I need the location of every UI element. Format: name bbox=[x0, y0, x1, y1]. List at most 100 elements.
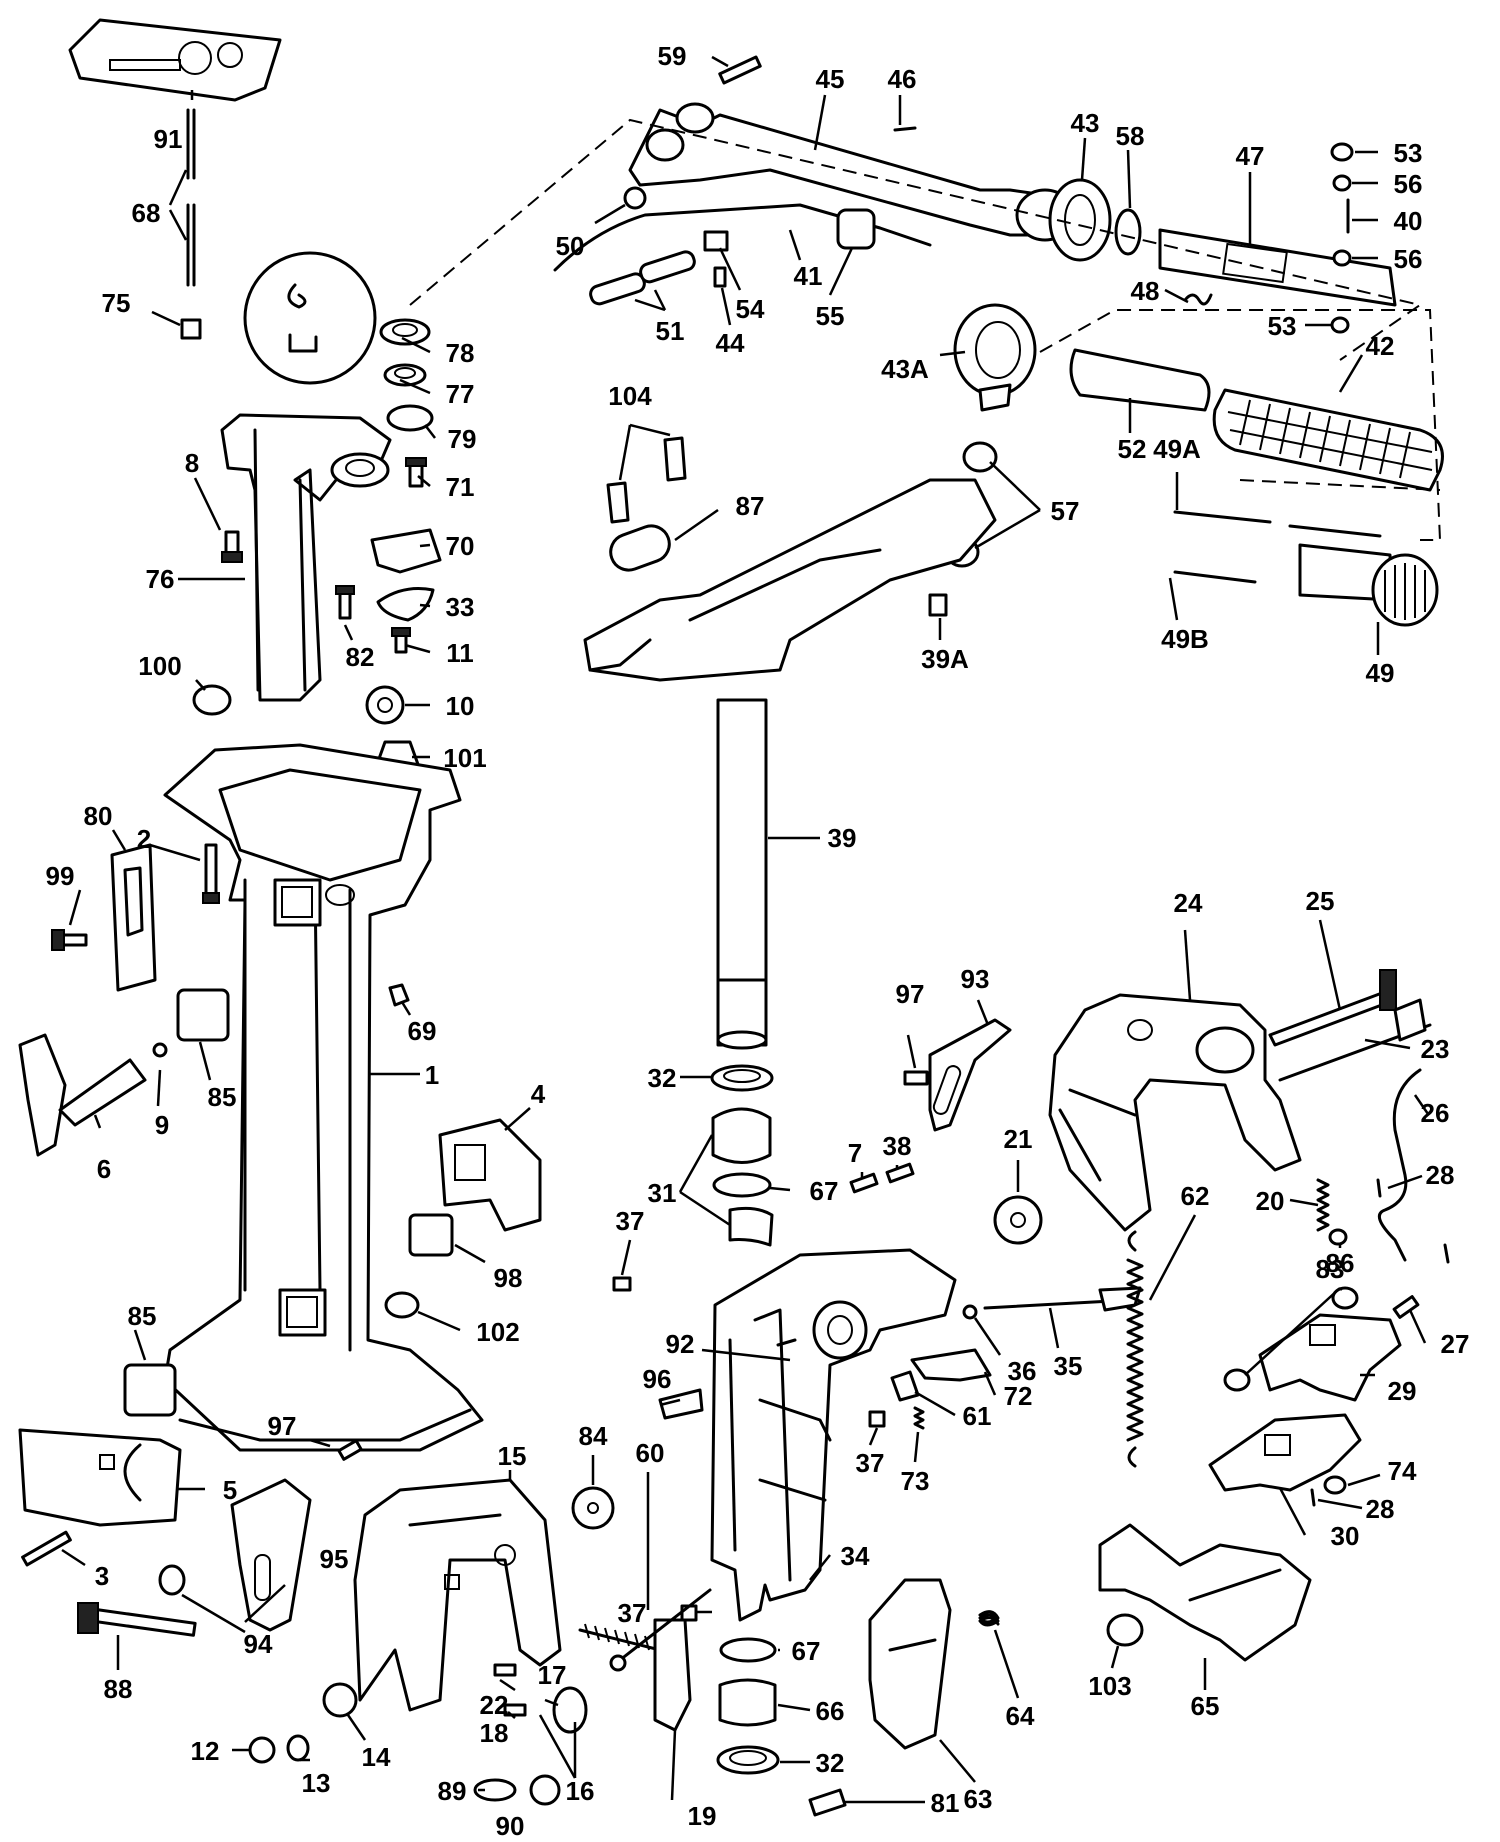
part-drawings bbox=[18, 18, 1450, 1817]
roller-87-part bbox=[609, 524, 671, 572]
screw-37b-part bbox=[868, 1410, 886, 1428]
callout: 44 bbox=[716, 328, 745, 358]
wire-49A-part bbox=[1173, 510, 1382, 538]
washer-13-part bbox=[286, 1734, 310, 1762]
callout: 68 bbox=[132, 198, 161, 228]
spring-arm-19-part bbox=[578, 1618, 692, 1732]
bracket-4-part bbox=[438, 1118, 542, 1232]
callout: 22 bbox=[480, 1690, 509, 1720]
screw-22-part bbox=[493, 1663, 517, 1677]
lever-63-part bbox=[868, 1578, 952, 1750]
callout: 14 bbox=[362, 1742, 391, 1772]
washer-83b-part bbox=[1223, 1368, 1251, 1392]
block-98-part bbox=[408, 1213, 454, 1257]
spring-73-part bbox=[913, 1406, 925, 1430]
callout: 65 bbox=[1191, 1691, 1220, 1721]
plug-100-part bbox=[192, 684, 232, 716]
bolt-3-part bbox=[21, 1530, 72, 1567]
callout: 23 bbox=[1421, 1034, 1450, 1064]
callout: 85 bbox=[208, 1082, 237, 1112]
spring-wire-26-part bbox=[1377, 1068, 1422, 1262]
callout: 58 bbox=[1116, 121, 1145, 151]
screw-18-part bbox=[503, 1703, 527, 1717]
callout: 95 bbox=[320, 1544, 349, 1574]
washer-83a-part bbox=[1331, 1286, 1359, 1310]
callout: 15 bbox=[498, 1441, 527, 1471]
tiller-assembly-frame bbox=[409, 118, 1423, 361]
callout: 94 bbox=[244, 1629, 273, 1659]
washer-86-part bbox=[1328, 1228, 1348, 1246]
fitting-39A-part bbox=[928, 593, 948, 617]
spring-48-part bbox=[1183, 293, 1213, 306]
fitting-69-part bbox=[388, 983, 410, 1007]
callout: 100 bbox=[138, 651, 181, 681]
screw-44-part bbox=[713, 266, 727, 288]
leader-lines bbox=[61, 55, 1430, 1804]
callout: 7 bbox=[848, 1138, 862, 1168]
block-54-part bbox=[703, 230, 729, 252]
nut-90-part bbox=[529, 1774, 561, 1806]
callout: 28 bbox=[1426, 1160, 1455, 1190]
screw-7-part bbox=[849, 1172, 879, 1194]
bushing-31-part bbox=[711, 1107, 772, 1164]
callout: 85 bbox=[128, 1301, 157, 1331]
callout: 52 bbox=[1118, 434, 1147, 464]
washer-57a-part bbox=[962, 441, 998, 473]
callout: 80 bbox=[84, 801, 113, 831]
callout: 64 bbox=[1006, 1701, 1035, 1731]
callout: 67 bbox=[792, 1636, 821, 1666]
callout: 3 bbox=[95, 1561, 109, 1591]
gear-10-part bbox=[365, 685, 405, 725]
nut-56-upper-part bbox=[1332, 174, 1352, 192]
bolt-59-part bbox=[718, 55, 762, 85]
callout: 9 bbox=[155, 1110, 169, 1140]
friction-43A-part bbox=[953, 303, 1037, 412]
callout: 54 bbox=[736, 294, 765, 324]
roller-55-part bbox=[836, 208, 876, 250]
washer-58-part bbox=[1114, 208, 1142, 256]
callout: 99 bbox=[46, 861, 75, 891]
callout: 103 bbox=[1088, 1671, 1131, 1701]
gasket-33-part bbox=[376, 587, 435, 622]
plate-70-part bbox=[370, 528, 442, 574]
clamp-5-part bbox=[18, 1428, 182, 1527]
callout: 57 bbox=[1051, 496, 1080, 526]
nut-12-part bbox=[248, 1736, 276, 1764]
callout: 38 bbox=[883, 1131, 912, 1161]
callout: 42 bbox=[1366, 331, 1395, 361]
callout: 17 bbox=[538, 1660, 567, 1690]
spring-20-part bbox=[1316, 1178, 1330, 1232]
bushing-14-part bbox=[322, 1682, 358, 1718]
nut-56-lower-part bbox=[1332, 249, 1352, 267]
spring-62-part bbox=[1126, 1258, 1144, 1442]
callout: 28 bbox=[1366, 1494, 1395, 1524]
stop-21-part bbox=[993, 1195, 1043, 1245]
bracket-30-part bbox=[1208, 1413, 1362, 1492]
wire-frame bbox=[1239, 479, 1441, 491]
wire-49B-part bbox=[1173, 570, 1257, 584]
callout: 59 bbox=[658, 41, 687, 71]
callout: 8 bbox=[185, 448, 199, 478]
callout: 32 bbox=[648, 1063, 677, 1093]
callout: 29 bbox=[1388, 1376, 1417, 1406]
callout: 89 bbox=[438, 1776, 467, 1806]
pin-96-part bbox=[658, 1388, 704, 1420]
callout: 2 bbox=[137, 824, 151, 854]
callout: 6 bbox=[97, 1154, 111, 1184]
callout: 88 bbox=[104, 1674, 133, 1704]
callout: 77 bbox=[446, 379, 475, 409]
screw-2-part bbox=[204, 843, 218, 897]
clamp-bracket-15-part bbox=[353, 1478, 562, 1712]
callout: 66 bbox=[816, 1696, 845, 1726]
callout: 87 bbox=[736, 491, 765, 521]
stern-bracket-24-part bbox=[1048, 993, 1302, 1232]
washer-84-part bbox=[571, 1486, 615, 1530]
mount-85-upper-part bbox=[176, 988, 230, 1042]
callout: 67 bbox=[810, 1176, 839, 1206]
callout: 90 bbox=[496, 1811, 525, 1841]
callout: 39A bbox=[921, 644, 969, 674]
callout: 75 bbox=[102, 288, 131, 318]
callout: 37 bbox=[618, 1598, 647, 1628]
spring-64-part bbox=[978, 1610, 1000, 1627]
callout: 20 bbox=[1256, 1186, 1285, 1216]
